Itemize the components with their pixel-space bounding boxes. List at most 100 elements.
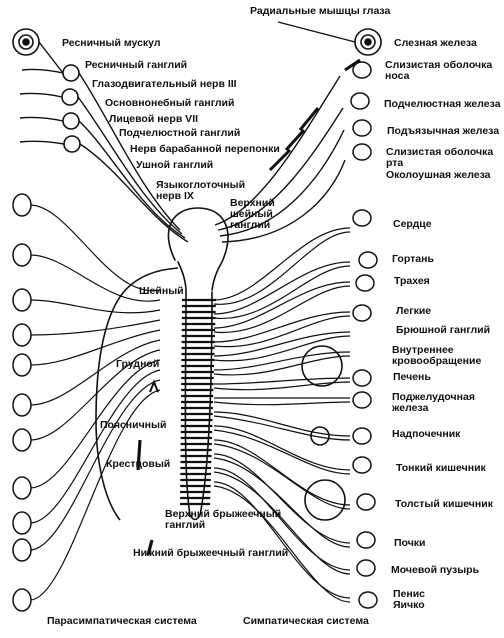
otic-ganglion-circle <box>63 135 81 153</box>
sympathetic-fiber <box>213 439 351 506</box>
parasympathetic-fiber <box>29 349 161 441</box>
submandibular-ganglion-circle <box>62 112 80 130</box>
sympathetic-fiber <box>213 281 351 329</box>
parasympathetic-fiber <box>29 359 161 489</box>
left-organ <box>12 323 32 347</box>
label-cervical: Шейный <box>139 285 184 297</box>
label-superior-mesenteric-ganglion: Верхний брыжеечный ганглий <box>165 508 282 531</box>
right-organ <box>356 531 376 549</box>
sympathetic-fiber <box>213 485 351 603</box>
brain-outline <box>167 207 229 291</box>
sympathetic-fiber <box>213 381 351 391</box>
left-eye-pupil <box>22 38 30 46</box>
sympathetic-fiber <box>213 285 351 334</box>
right-organ <box>355 274 375 292</box>
left-organ <box>12 476 32 500</box>
sympathetic-fiber <box>213 453 351 544</box>
label-larynx: Гортань <box>392 253 434 265</box>
left-organ <box>12 393 32 417</box>
right-organ <box>352 209 372 227</box>
sympathetic-fiber <box>213 467 351 571</box>
sympathetic-fiber <box>213 471 351 575</box>
sympathetic-fiber <box>213 481 351 599</box>
sympathetic-fiber <box>213 411 351 437</box>
label-parasympathetic-system: Парасимпатическая система <box>47 615 197 627</box>
left-organ <box>12 428 32 452</box>
label-facial-nerve: Лицевой нерв VII <box>109 113 199 125</box>
label-trachea: Трахея <box>394 275 430 287</box>
label-ciliary-muscle: Ресничный мускул <box>62 37 161 49</box>
sympathetic-fiber <box>213 311 351 343</box>
sympathetic-fiber <box>213 457 351 548</box>
sympathetic-fiber <box>213 415 351 441</box>
label-radial-eye-muscles: Радиальные мышцы глаза <box>250 5 391 17</box>
parasympathetic-dash <box>136 439 142 471</box>
sympathetic-fiber <box>213 231 351 305</box>
right-organ <box>356 559 376 577</box>
sympathetic-fiber <box>213 429 351 475</box>
right-organ <box>352 427 372 445</box>
label-adrenal: Надпочечник <box>392 428 461 440</box>
celiac-ganglion-circle <box>301 345 343 387</box>
label-large-intestine: Толстый кишечник <box>395 498 493 510</box>
label-sublingual-gland: Подъязычная железа <box>387 125 500 137</box>
spinal-cord-tip <box>189 514 201 521</box>
right-organ <box>352 391 372 409</box>
left-organ <box>12 538 32 562</box>
parasympathetic-fiber <box>29 369 161 524</box>
spinal-cord-left <box>184 291 191 516</box>
sympathetic-fiber <box>213 265 351 319</box>
left-organ <box>12 353 32 377</box>
sympathetic-fiber <box>213 335 351 362</box>
label-kidneys: Почки <box>394 537 426 549</box>
sympathetic-fiber <box>213 377 351 385</box>
right-organ <box>356 493 376 511</box>
label-ciliary-ganglion: Ресничный ганглий <box>85 59 188 71</box>
left-organ <box>12 588 32 612</box>
sympathetic-fiber <box>213 401 351 406</box>
label-chorda-tympani: Нерв барабанной перепонки <box>130 143 280 155</box>
label-otic-ganglion: Ушной ганглий <box>136 159 214 171</box>
parasympathetic-fiber <box>29 254 161 302</box>
right-organ <box>352 61 372 79</box>
brain-stem <box>177 261 187 293</box>
label-nasal-mucosa: Слизистая оболочка носа <box>385 59 493 82</box>
sympathetic-fiber <box>213 425 351 471</box>
right-organ <box>358 251 378 269</box>
label-lungs: Легкие <box>396 305 432 317</box>
parasympathetic-fiber <box>29 329 161 366</box>
label-glossopharyngeal-nerve: Языкоглоточный нерв IX <box>156 179 246 202</box>
spinal-cord-right <box>199 291 213 516</box>
parasympathetic-outline <box>95 267 179 521</box>
parasympathetic-fiber <box>29 204 161 292</box>
right-organ <box>352 304 372 322</box>
sympathetic-fiber <box>213 331 351 357</box>
right-organ <box>352 456 372 474</box>
sympathetic-fiber <box>213 261 351 315</box>
label-sacral: Крестцовый <box>106 458 171 470</box>
parasympathetic-fiber <box>29 299 161 314</box>
left-organ <box>12 288 32 312</box>
label-pterygopalatine-ganglion: Основнонебный ганглий <box>105 97 235 109</box>
label-thoracic: Грудной <box>116 358 160 370</box>
label-pancreas: Поджелудочная железа <box>392 391 475 414</box>
ciliary-ganglion-circle <box>62 64 80 82</box>
label-internal-circulation: Внутреннее кровообращение <box>392 344 482 367</box>
label-oral-mucosa: Слизистая оболочка рта <box>386 146 494 169</box>
pterygopalatine-ganglion-circle <box>61 88 79 106</box>
parasympathetic-fiber <box>29 379 161 551</box>
sacral-dash <box>146 539 154 556</box>
label-bladder: Мочевой пузырь <box>391 564 480 576</box>
right-organ <box>352 119 372 137</box>
label-lacrimal-gland: Слезная железа <box>394 37 477 49</box>
sympathetic-fiber <box>213 315 351 348</box>
label-inferior-mesenteric-ganglion: Нижний брыжеечный ганглий <box>133 547 289 559</box>
label-lumbar: Поясничный <box>100 419 167 431</box>
label-submandibular-ganglion: Подчелюстной ганглий <box>119 127 241 139</box>
left-organ <box>12 511 32 535</box>
right-organ <box>352 143 372 161</box>
right-organ <box>358 591 378 609</box>
sympathetic-fiber <box>213 355 351 376</box>
label-parotid-gland: Околоушная железа <box>386 169 491 181</box>
